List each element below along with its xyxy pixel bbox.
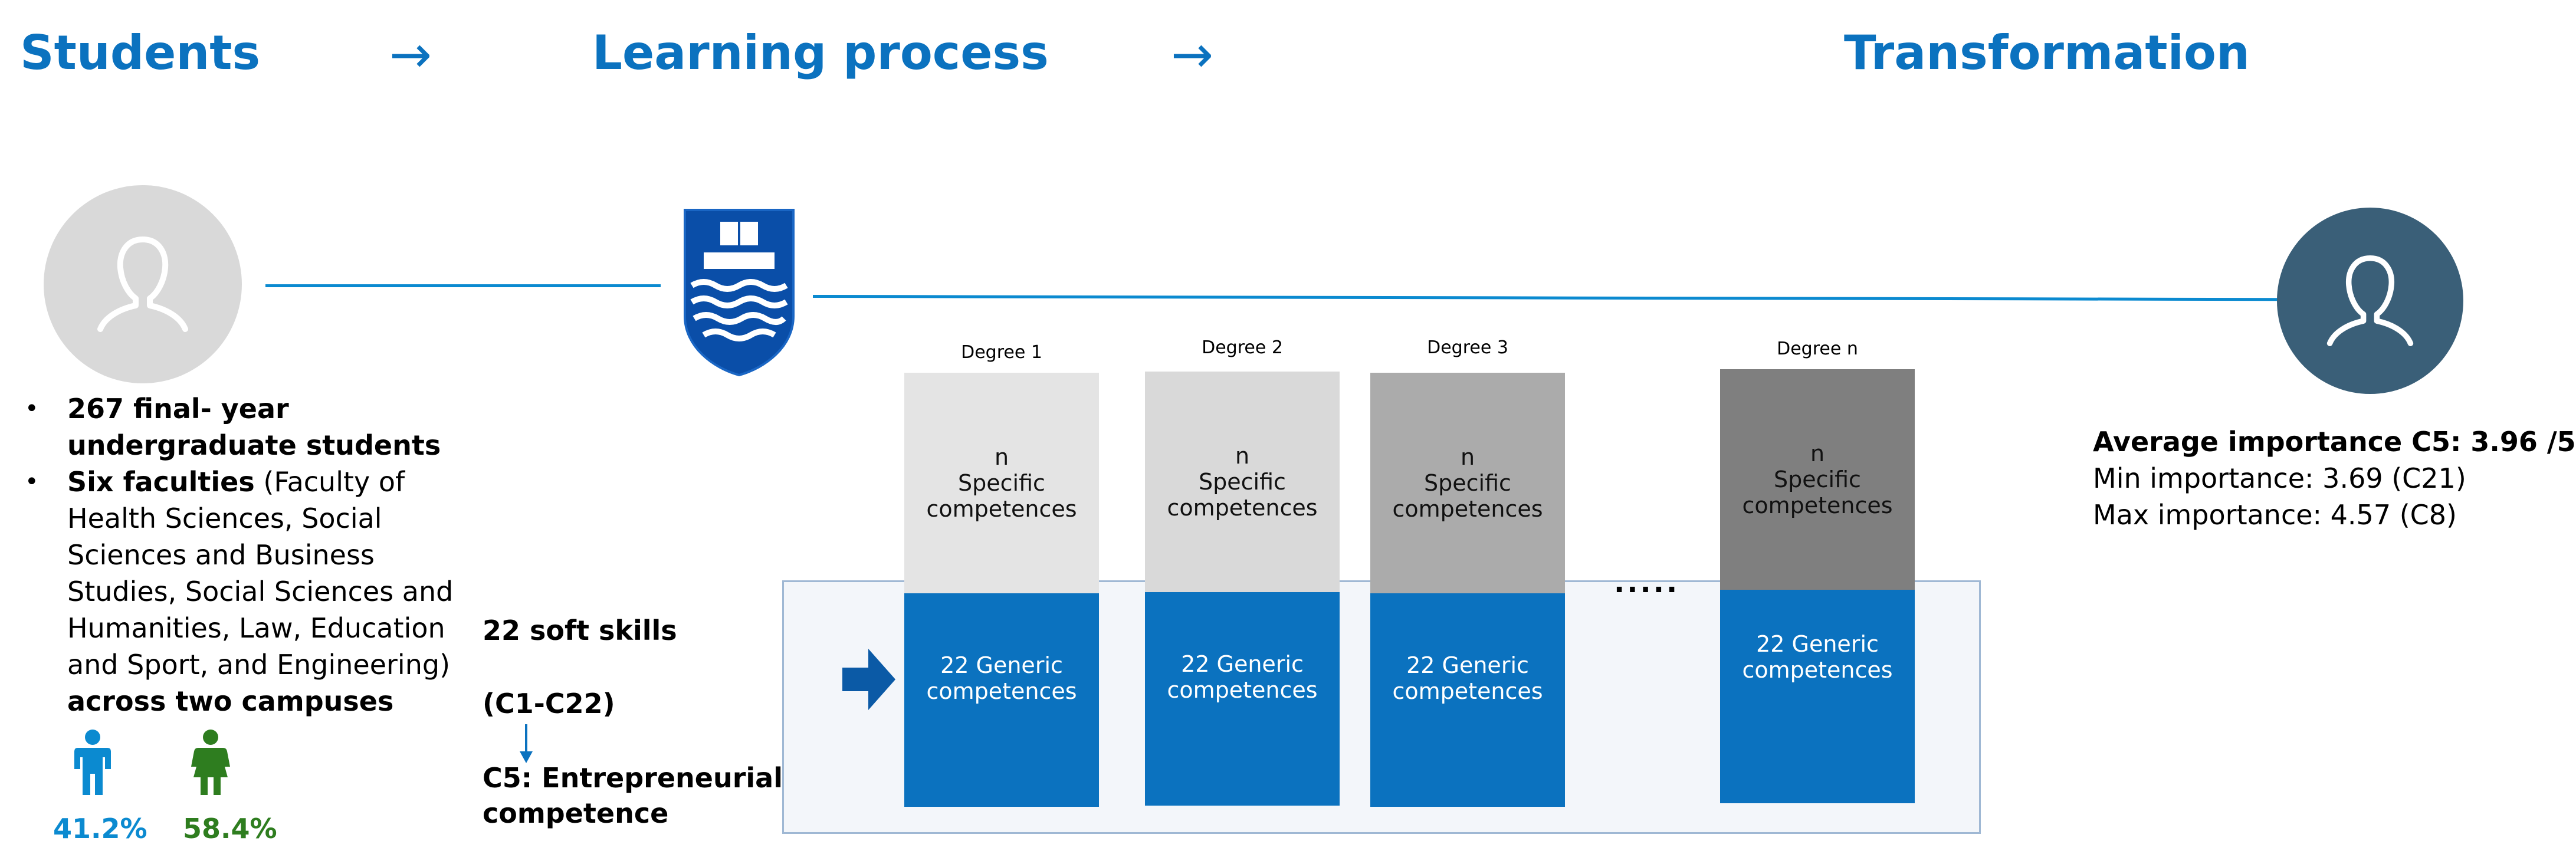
right-arrow-icon: [842, 649, 895, 710]
specific-competences-box: n Specific competences: [1370, 373, 1565, 593]
gen-label: competences: [1167, 677, 1318, 703]
ellipsis: .....: [1614, 566, 1680, 599]
spec-count: n: [1460, 444, 1475, 470]
soft-skills-range: (C1-C22): [483, 688, 615, 720]
gen-label: competences: [926, 678, 1077, 704]
list-item: 267 final- year undergraduate students: [24, 390, 472, 464]
connector-line: [265, 284, 661, 287]
spec-label: competences: [1392, 496, 1543, 522]
degree-label: Degree 2: [1202, 337, 1283, 358]
campuses-label: across two campuses: [67, 685, 394, 717]
spec-label: competences: [1167, 495, 1318, 521]
gen-label: 22 Generic: [1181, 651, 1304, 677]
students-heading: Students: [20, 25, 261, 80]
min-importance: Min importance: 3.69 (C21): [2093, 462, 2466, 494]
soft-skills-label: 22 soft skills: [483, 615, 677, 646]
student-avatar: [44, 185, 242, 383]
transformation-heading: Transformation: [1844, 25, 2250, 80]
degree-label: Degree 3: [1427, 337, 1508, 358]
transformed-student-avatar: [2277, 208, 2463, 394]
list-item: Six faculties (Faculty of Health Science…: [24, 464, 472, 720]
specific-competences-box: n Specific competences: [1720, 369, 1915, 590]
male-icon: [66, 729, 119, 795]
specific-competences-box: n Specific competences: [904, 373, 1099, 593]
gen-label: 22 Generic: [1756, 631, 1879, 657]
gen-label: 22 Generic: [1406, 652, 1529, 678]
faculties-label: Six faculties: [67, 466, 255, 498]
spec-label: competences: [926, 496, 1077, 522]
spec-label: Specific: [1774, 467, 1861, 492]
c5-label-cont: competence: [483, 797, 669, 829]
person-outline-icon: [97, 236, 188, 332]
spec-count: n: [1235, 443, 1250, 469]
results-summary: Average importance C5: 3.96 /5 Min impor…: [2093, 423, 2576, 533]
student-count: 267 final- year undergraduate students: [67, 393, 441, 461]
spec-count: n: [1810, 441, 1825, 467]
gen-label: competences: [1742, 657, 1893, 683]
students-description: 267 final- year undergraduate students S…: [24, 390, 472, 720]
person-outline-icon: [2326, 255, 2414, 346]
university-crest-icon: [680, 208, 798, 377]
female-percentage: 58.4%: [183, 813, 277, 845]
arrow-right-icon: →: [389, 25, 432, 84]
max-importance: Max importance: 4.57 (C8): [2093, 499, 2457, 531]
spec-label: Specific: [958, 470, 1045, 496]
female-icon: [184, 729, 237, 795]
spec-count: n: [994, 444, 1009, 470]
average-importance: Average importance C5: 3.96 /5: [2093, 426, 2576, 458]
degree-label: Degree n: [1777, 339, 1858, 359]
gen-label: 22 Generic: [940, 652, 1063, 678]
spec-label: competences: [1742, 492, 1893, 518]
c5-label: C5: Entrepreneurial: [483, 762, 783, 794]
specific-competences-box: n Specific competences: [1145, 372, 1340, 592]
down-arrow-icon: [518, 724, 534, 764]
gen-label: competences: [1392, 678, 1543, 704]
degree-label: Degree 1: [961, 342, 1042, 363]
arrow-right-icon: →: [1171, 25, 1214, 84]
faculties-list: (Faculty of Health Sciences, Social Scie…: [67, 466, 454, 681]
male-percentage: 41.2%: [53, 813, 147, 845]
spec-label: Specific: [1424, 470, 1511, 496]
connector-line: [812, 295, 2280, 301]
spec-label: Specific: [1199, 469, 1286, 495]
learning-process-heading: Learning process: [592, 25, 1049, 80]
